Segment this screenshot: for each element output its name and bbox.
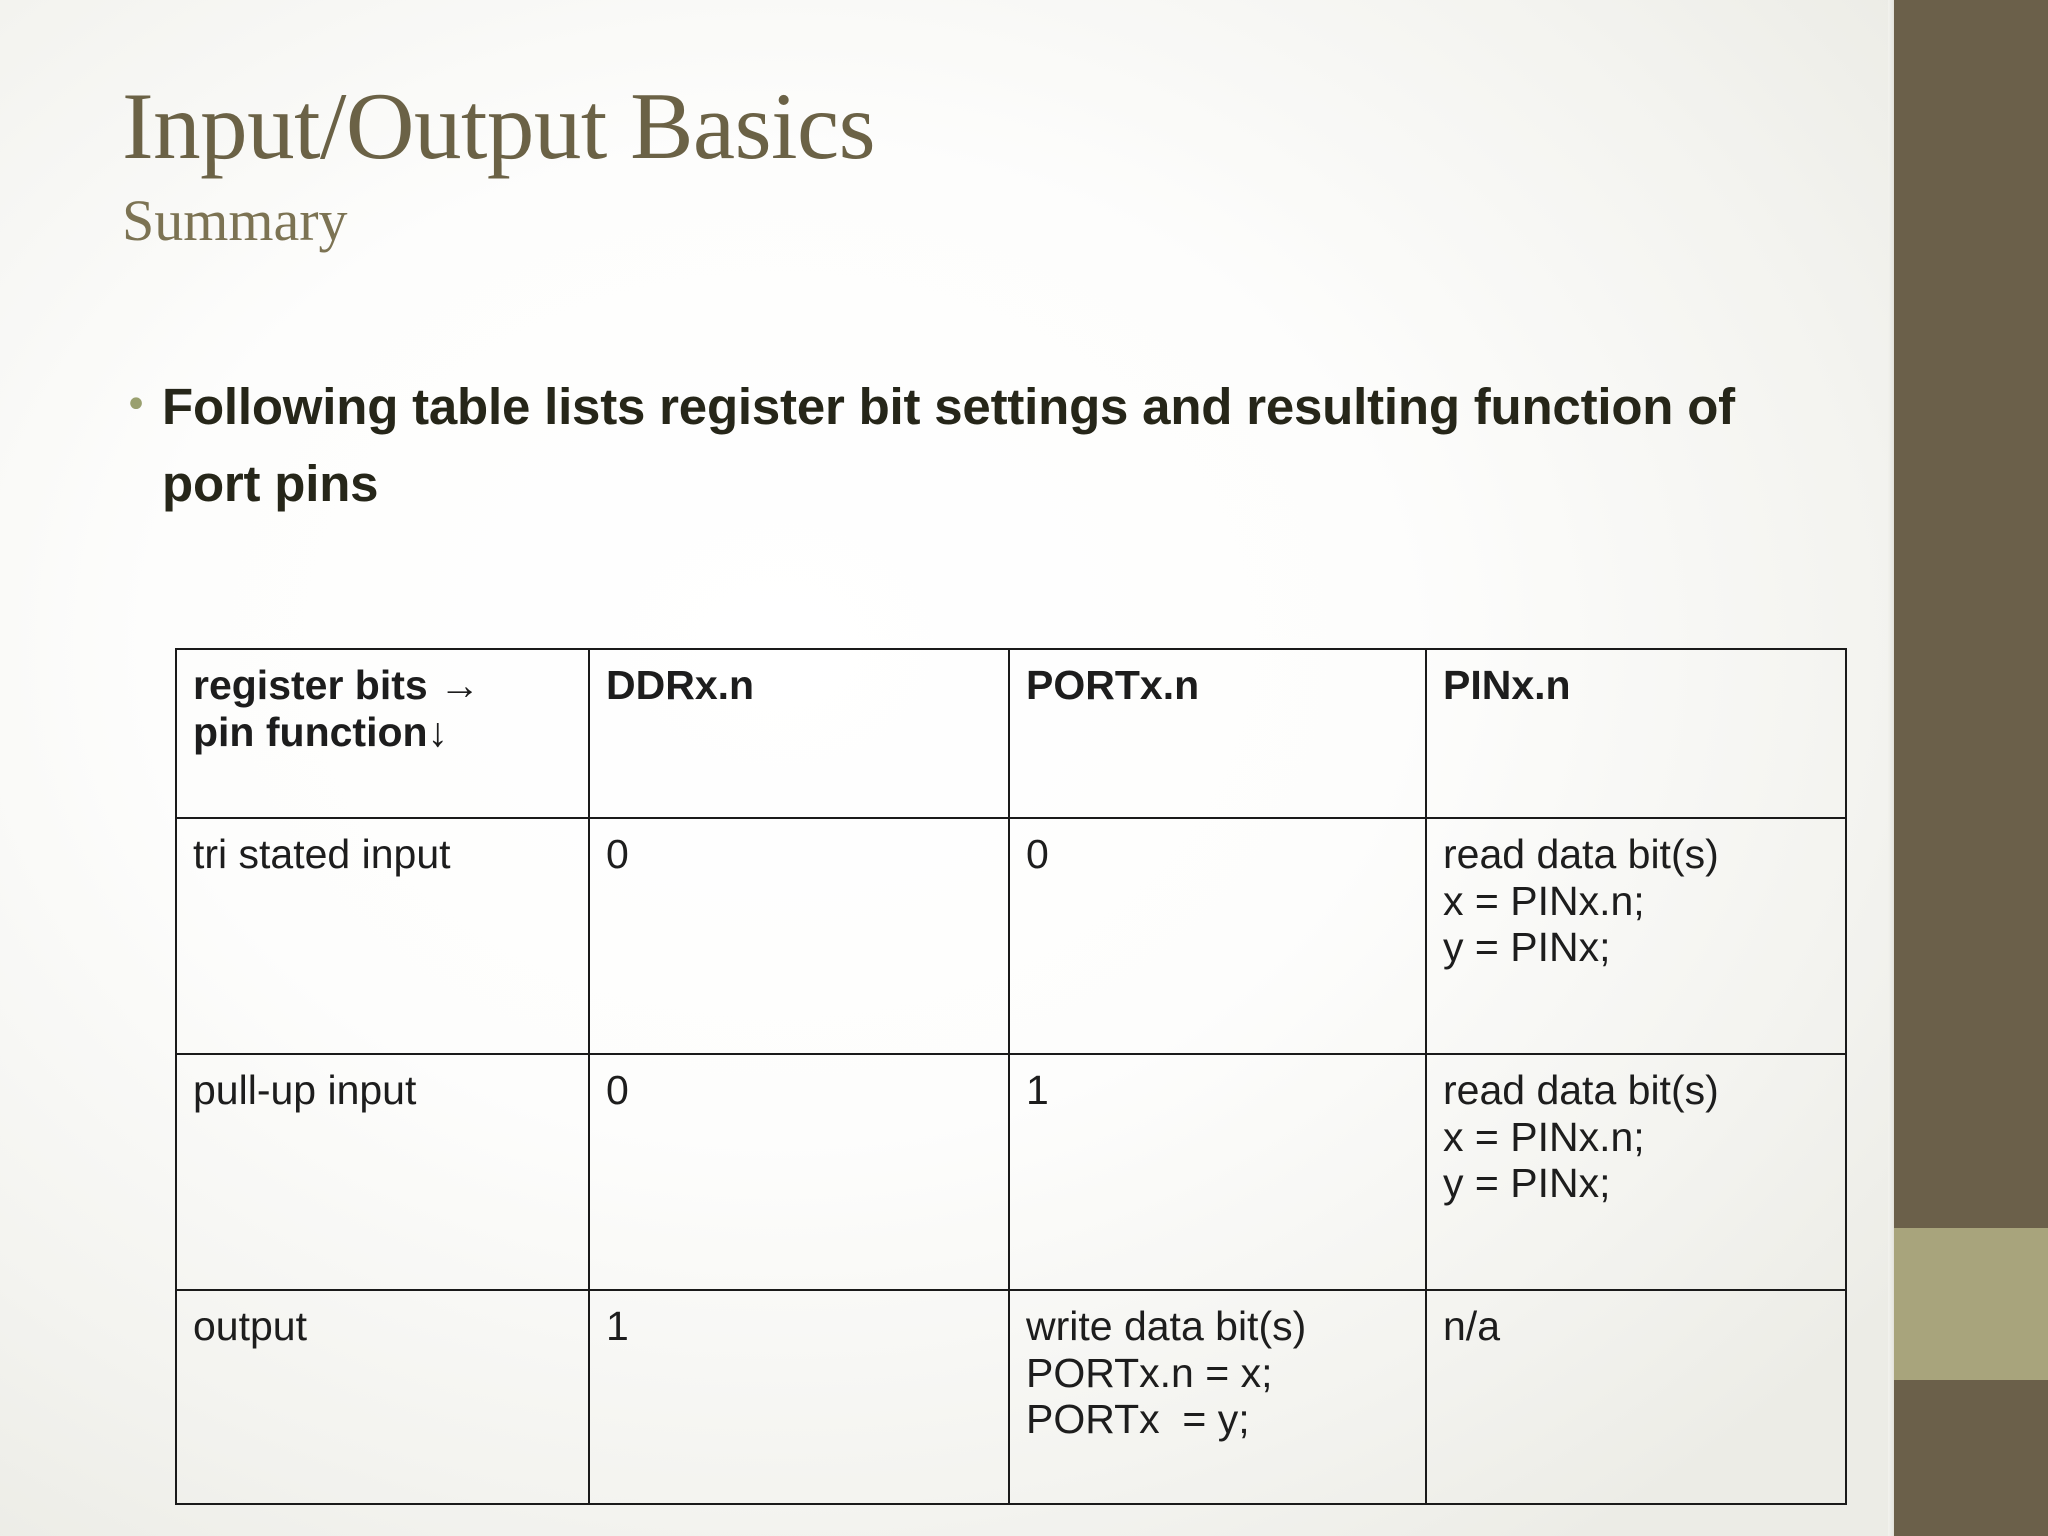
cell-line: tri stated input: [193, 831, 451, 877]
header-line: register bits →: [193, 662, 481, 708]
sidebar-decoration-accent: [1894, 1228, 2048, 1380]
cell-pin-function: output: [175, 1289, 590, 1505]
cell-line: y = PINx;: [1443, 924, 1611, 971]
cell-line: read data bit(s): [1443, 1067, 1719, 1113]
page-title: Input/Output Basics: [122, 73, 876, 179]
sidebar-edge-gradient: [1888, 0, 1895, 1536]
cell-pinx: read data bit(s) x = PINx.n; y = PINx;: [1425, 1053, 1847, 1291]
page-subtitle: Summary: [122, 187, 348, 253]
header-line: DDRx.n: [606, 662, 755, 708]
header-line: pin function↓: [193, 708, 449, 755]
cell-pin-function: pull-up input: [175, 1053, 590, 1291]
table-header: register bits → pin function↓ DDRx.n POR…: [175, 648, 1847, 819]
bullet-dot-icon: •: [124, 382, 148, 428]
cell-pin-function: tri stated input: [175, 817, 590, 1055]
cell-line: PORTx.n = x;: [1026, 1349, 1273, 1396]
cell-portx: 0: [1008, 817, 1427, 1055]
column-header-pin-function: register bits → pin function↓: [175, 648, 590, 819]
cell-ddrx: 0: [588, 1053, 1010, 1291]
cell-line: x = PINx.n;: [1443, 1113, 1645, 1160]
cell-line: 0: [606, 831, 629, 877]
cell-line: read data bit(s): [1443, 831, 1719, 877]
cell-line: 0: [606, 1067, 629, 1113]
bullet-list: • Following table lists register bit set…: [110, 368, 1750, 522]
cell-line: output: [193, 1303, 307, 1349]
table-header-row: register bits → pin function↓ DDRx.n POR…: [175, 648, 1847, 819]
cell-line: PORTx = y;: [1026, 1396, 1250, 1443]
column-header-ddrx: DDRx.n: [588, 648, 1010, 819]
list-item: • Following table lists register bit set…: [110, 368, 1750, 522]
cell-line: x = PINx.n;: [1443, 877, 1645, 924]
cell-line: 1: [1026, 1067, 1049, 1113]
cell-line: n/a: [1443, 1303, 1500, 1349]
cell-line: pull-up input: [193, 1067, 417, 1113]
cell-pinx: n/a: [1425, 1289, 1847, 1505]
table-row: output 1 write data bit(s) PORTx.n = x; …: [175, 1289, 1847, 1505]
column-header-pinx: PINx.n: [1425, 648, 1847, 819]
cell-line: y = PINx;: [1443, 1160, 1611, 1207]
cell-line: 1: [606, 1303, 629, 1349]
column-header-portx: PORTx.n: [1008, 648, 1427, 819]
bullet-text: Following table lists register bit setti…: [162, 378, 1735, 512]
register-settings-table: register bits → pin function↓ DDRx.n POR…: [175, 648, 1847, 1505]
cell-pinx: read data bit(s) x = PINx.n; y = PINx;: [1425, 817, 1847, 1055]
cell-line: write data bit(s): [1026, 1303, 1307, 1349]
table-body: tri stated input 0 0 read data bit(s) x …: [175, 817, 1847, 1505]
cell-line: 0: [1026, 831, 1049, 877]
cell-portx: 1: [1008, 1053, 1427, 1291]
header-line: PINx.n: [1443, 662, 1571, 708]
title-block: Input/Output Basics Summary: [122, 78, 1622, 252]
header-line: PORTx.n: [1026, 662, 1200, 708]
table-row: tri stated input 0 0 read data bit(s) x …: [175, 817, 1847, 1055]
table-row: pull-up input 0 1 read data bit(s) x = P…: [175, 1053, 1847, 1291]
cell-ddrx: 1: [588, 1289, 1010, 1505]
cell-portx: write data bit(s) PORTx.n = x; PORTx = y…: [1008, 1289, 1427, 1505]
cell-ddrx: 0: [588, 817, 1010, 1055]
